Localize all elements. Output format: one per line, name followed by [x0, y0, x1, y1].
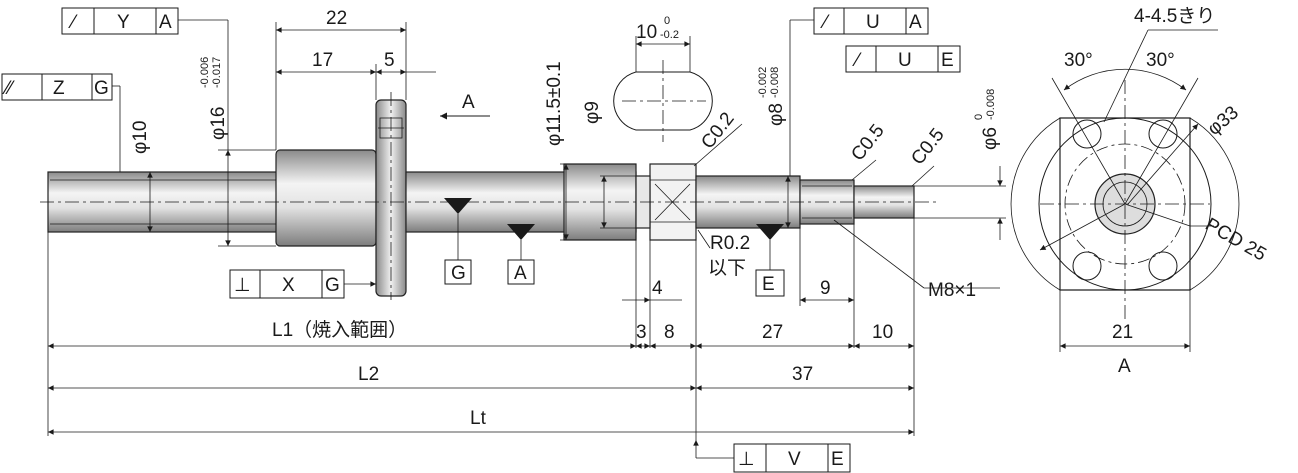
chamfer-c0-5-a: C0.5	[847, 121, 889, 181]
svg-text:-0.008: -0.008	[769, 67, 781, 98]
svg-text:5: 5	[384, 50, 395, 71]
svg-text:8: 8	[664, 322, 675, 343]
svg-text:M8×1: M8×1	[928, 280, 976, 301]
svg-text:V: V	[788, 449, 801, 470]
svg-text:-0.2: -0.2	[660, 29, 679, 41]
datum-e: E	[755, 224, 785, 297]
dim-22: 22	[275, 8, 407, 150]
dim-5: 5	[375, 50, 436, 75]
datum-g: G	[444, 198, 472, 285]
svg-text:φ11.5±0.1: φ11.5±0.1	[544, 61, 565, 146]
svg-text:⁄: ⁄	[68, 12, 78, 33]
svg-text:⊥: ⊥	[738, 449, 755, 470]
svg-text:X: X	[282, 275, 295, 296]
svg-text:0: 0	[973, 114, 985, 120]
svg-text:Lt: Lt	[470, 408, 487, 429]
svg-text:E: E	[831, 449, 844, 470]
svg-text:Z: Z	[53, 78, 65, 99]
svg-text:Y: Y	[117, 12, 130, 33]
svg-text:L2: L2	[358, 364, 379, 385]
svg-text:A: A	[909, 12, 922, 33]
dim-phi16: φ16 -0.006 -0.017	[199, 57, 276, 247]
svg-text:9: 9	[820, 278, 831, 299]
dim-phi6: φ6 0 -0.008	[914, 89, 1006, 240]
svg-text:17: 17	[312, 50, 333, 71]
svg-text:R0.2: R0.2	[710, 233, 750, 254]
svg-text:27: 27	[762, 322, 783, 343]
pcd-label: PCD 25	[1202, 214, 1270, 265]
svg-text:-0.002: -0.002	[757, 67, 769, 98]
svg-text:φ6: φ6	[980, 127, 1001, 150]
svg-text:以下: 以下	[708, 258, 746, 279]
svg-text:10: 10	[636, 22, 657, 43]
view-arrow-label: A	[462, 92, 475, 113]
svg-text:-0.006: -0.006	[199, 57, 211, 88]
flats-section	[613, 60, 713, 142]
svg-text:E: E	[941, 50, 954, 71]
svg-text:C0.5: C0.5	[907, 125, 948, 170]
dim-row-3: Lt	[48, 408, 914, 435]
svg-text:U: U	[866, 12, 880, 33]
phi33-label: φ33	[1204, 102, 1243, 140]
svg-text:G: G	[325, 275, 340, 296]
dim-row-2: L2 37	[48, 364, 914, 391]
datum-g-label: G	[451, 263, 466, 284]
svg-text:⁄: ⁄	[852, 50, 862, 71]
dim-width-10: 10 0 -0.2	[635, 15, 691, 72]
note-r0-2: R0.2 以下	[697, 229, 750, 279]
chamfer-c0-2: C0.2	[693, 109, 743, 167]
datum-a-label: A	[514, 263, 527, 284]
datum-e-label: E	[762, 274, 775, 295]
chamfer-c0-5-b: C0.5	[907, 125, 949, 187]
svg-text:-0.008: -0.008	[985, 89, 997, 120]
svg-text:0: 0	[664, 15, 670, 27]
dim-phi9: φ9	[582, 101, 636, 229]
frame-y-a: ⁄ Y A	[61, 7, 229, 150]
svg-text:G: G	[94, 78, 109, 99]
svg-text:10: 10	[872, 322, 893, 343]
svg-text:22: 22	[326, 8, 347, 29]
frame-z-g: ⁄⁄ Z G	[1, 73, 121, 172]
shaft	[47, 99, 915, 297]
svg-text:⁄⁄: ⁄⁄	[2, 78, 15, 99]
svg-text:φ9: φ9	[582, 101, 603, 124]
angle-30-left: 30°	[1064, 50, 1093, 71]
svg-text:φ16: φ16	[208, 107, 229, 140]
end-view-label: A	[1118, 356, 1131, 377]
frame-u-a: ⁄ U A	[789, 7, 929, 176]
dim-21: 21	[1112, 322, 1133, 343]
frame-u-e: ⁄ U E	[845, 45, 961, 73]
svg-text:37: 37	[792, 364, 813, 385]
holes-note: 4-4.5きり	[1134, 6, 1215, 27]
svg-text:U: U	[898, 50, 912, 71]
svg-text:φ10: φ10	[130, 121, 151, 154]
frame-x-g: ⊥ X G	[229, 269, 377, 299]
dim-phi10: φ10	[130, 121, 153, 232]
svg-text:4: 4	[652, 278, 663, 299]
dim-9: 9	[799, 224, 855, 348]
svg-text:3: 3	[636, 322, 647, 343]
svg-text:C0.5: C0.5	[847, 121, 888, 166]
svg-text:⁄: ⁄	[820, 12, 830, 33]
dim-phi8: φ8 -0.002 -0.008	[757, 67, 800, 229]
dim-phi11-5: φ11.5±0.1	[544, 61, 636, 241]
svg-text:φ8: φ8	[766, 103, 787, 126]
end-view	[1010, 29, 1240, 352]
thread-callout: M8×1	[833, 219, 1000, 301]
svg-text:⊥: ⊥	[234, 275, 251, 296]
angle-30-right: 30°	[1146, 50, 1175, 71]
dim-row-1: L1（焼入範囲） 3 8 27 10	[47, 218, 915, 436]
svg-text:-0.017: -0.017	[211, 57, 223, 88]
dim-4: 4	[622, 228, 697, 440]
svg-text:A: A	[159, 12, 172, 33]
svg-text:C0.2: C0.2	[697, 109, 738, 154]
datum-a: A	[507, 224, 535, 285]
frame-v-e: ⊥ V E	[693, 439, 851, 473]
svg-text:L1（焼入範囲）: L1（焼入範囲）	[272, 319, 407, 341]
dim-17: 17	[275, 50, 377, 100]
